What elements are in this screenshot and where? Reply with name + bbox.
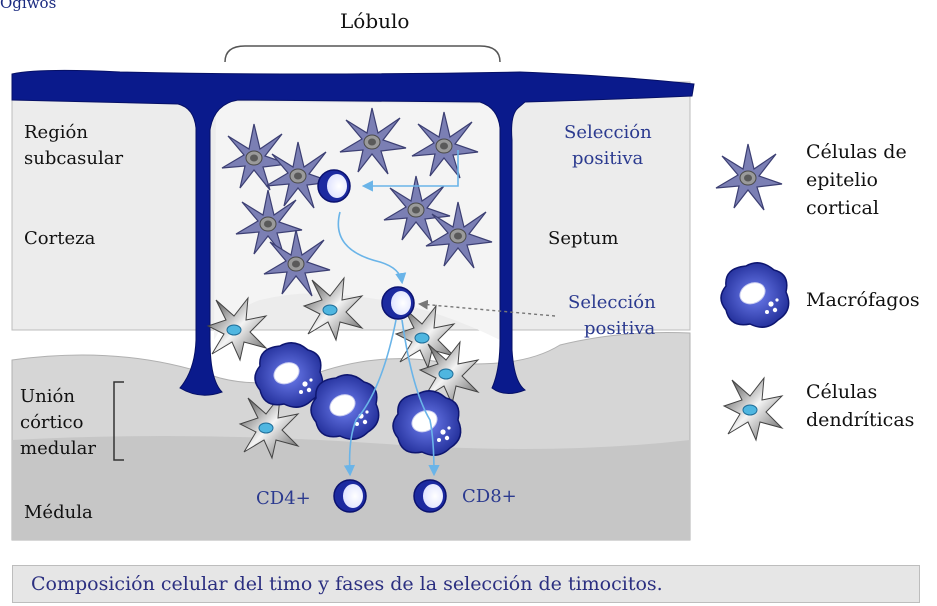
positive-selection-1-label-2: positiva (572, 148, 644, 169)
migration-arrow-1 (337, 211, 407, 285)
capsule (11, 69, 695, 396)
cd8-label: CD8+ (462, 486, 517, 507)
legend-macrophage-icon (720, 262, 790, 328)
legend-dendritic-label-2: dendríticas (806, 409, 914, 431)
cd8-arrow (401, 319, 440, 477)
thymocyte (381, 286, 415, 320)
cm-junction-bracket (113, 381, 124, 461)
legend-dendritic-icon (723, 377, 783, 441)
thymocyte (317, 169, 351, 203)
legend-epithelial-label-3: cortical (806, 197, 879, 219)
subcapsular-label-2: subcasular (24, 148, 123, 169)
legend-epithelial-label-2: epitelio (806, 169, 878, 191)
legend-dendritic-label-1: Células (806, 381, 877, 403)
subcapsular-label-1: Región (24, 122, 88, 143)
macrophage (392, 390, 462, 456)
legend-macrophage-label: Macrófagos (806, 289, 920, 311)
lobulo-label: Lóbulo (340, 9, 409, 33)
cm-junction-label-1: Unión (20, 386, 75, 407)
caption-box: Composición celular del timo y fases de … (12, 565, 920, 603)
septum-label: Septum (548, 228, 618, 249)
legend-epithelial-label-1: Células de (806, 141, 907, 163)
selection-arrow-2 (418, 299, 556, 317)
cm-junction-label-3: medular (20, 438, 96, 459)
positive-selection-2-label-1: Selección (568, 292, 656, 313)
macrophage (254, 342, 324, 408)
lobule-bracket (224, 45, 501, 63)
positive-selection-2-label-2: positiva (584, 318, 656, 339)
cortex-label: Corteza (24, 228, 96, 249)
cd4-arrow (343, 319, 397, 477)
cm-junction-label-2: córtico (20, 412, 83, 433)
macrophage (310, 374, 380, 440)
cd4-label: CD4+ (256, 488, 311, 509)
cd4-thymocyte (333, 479, 367, 513)
caption-text: Composición celular del timo y fases de … (31, 573, 663, 595)
cd8-thymocyte (413, 479, 447, 513)
selection-arrow-1 (361, 150, 459, 192)
positive-selection-1-label-1: Selección (564, 122, 652, 143)
legend-epithelial-icon (715, 143, 783, 211)
corner-label: Ogiwos (0, 0, 57, 12)
medulla-label: Médula (24, 502, 93, 523)
